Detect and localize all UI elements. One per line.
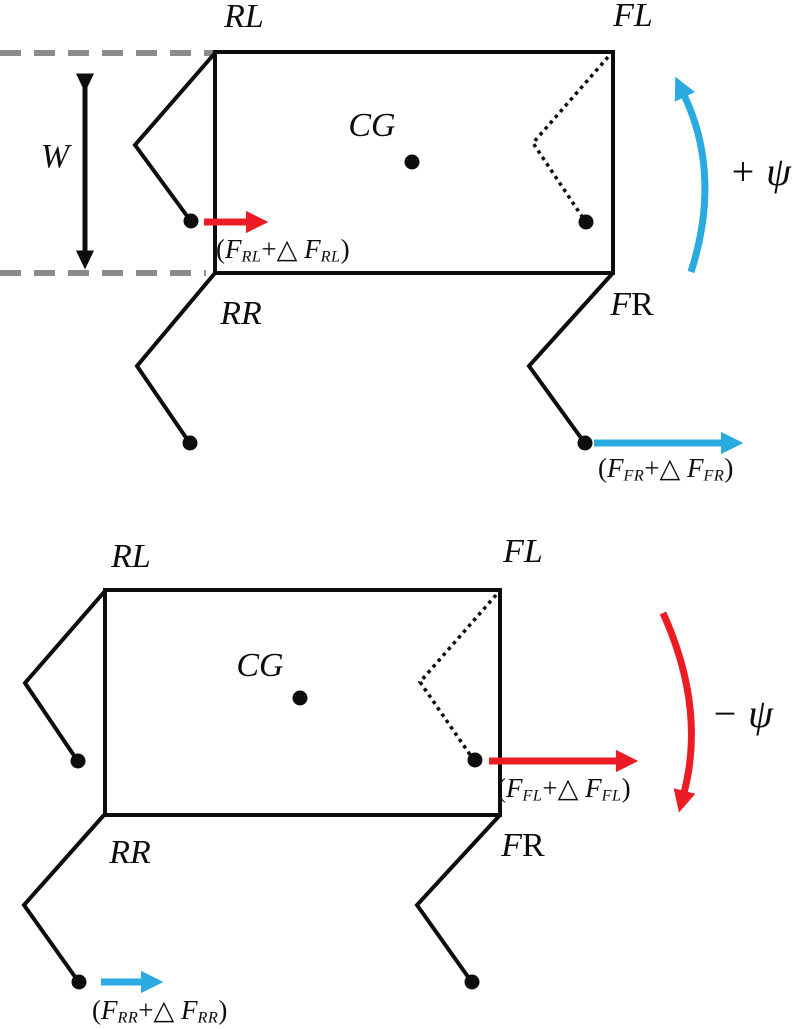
yaw-label-negative: − ψ xyxy=(711,691,773,736)
leg-line-fl-dotted-bottom xyxy=(417,593,498,760)
leg-line-fr-bottom xyxy=(414,813,502,983)
foot-dot-fr-bottom xyxy=(464,974,480,990)
foot-dot-rl-top xyxy=(183,213,199,229)
cg-dot-top xyxy=(404,154,420,170)
leg-label-fl-top: FL xyxy=(613,0,653,34)
force-label-rl: (FRL+△ FRL) xyxy=(216,234,350,266)
cg-label-top: CG xyxy=(348,107,396,144)
force-label-rr: (FRR+△ FRR) xyxy=(92,995,228,1027)
leg-label-fr-bottom: FR xyxy=(501,827,545,864)
yaw-label-positive: + ψ xyxy=(729,149,791,194)
yaw-arrow-positive xyxy=(674,76,709,274)
width-label: W xyxy=(40,138,70,175)
leg-line-rl-top xyxy=(132,51,217,222)
yaw-arrow-negative xyxy=(659,611,696,813)
cg-dot-bottom xyxy=(292,690,308,706)
foot-dot-rl-bottom xyxy=(70,753,86,769)
leg-line-rl-bottom xyxy=(22,589,107,762)
foot-dot-fr-top xyxy=(577,435,593,451)
leg-line-rr-top xyxy=(134,271,217,444)
leg-label-fl-bottom: FL xyxy=(503,533,543,570)
force-label-fr: (FFR+△ FFR) xyxy=(598,453,734,485)
leg-label-fr-top: FR xyxy=(610,286,654,323)
leg-label-rl-bottom: RL xyxy=(111,538,151,575)
cg-label-bottom: CG xyxy=(236,647,284,684)
leg-label-rr-top: RR xyxy=(220,295,262,332)
leg-label-rl-top: RL xyxy=(224,0,264,35)
foot-dot-rr-top xyxy=(182,435,198,451)
foot-dot-rr-bottom xyxy=(71,974,87,990)
leg-line-fr-top xyxy=(526,272,614,444)
leg-line-rr-bottom xyxy=(21,813,106,983)
force-label-fl: (FFL+△ FFL) xyxy=(497,773,631,805)
foot-dot-fl-bottom xyxy=(467,752,483,768)
foot-dot-fl-top xyxy=(578,214,594,230)
leg-label-rr-bottom: RR xyxy=(109,834,151,871)
